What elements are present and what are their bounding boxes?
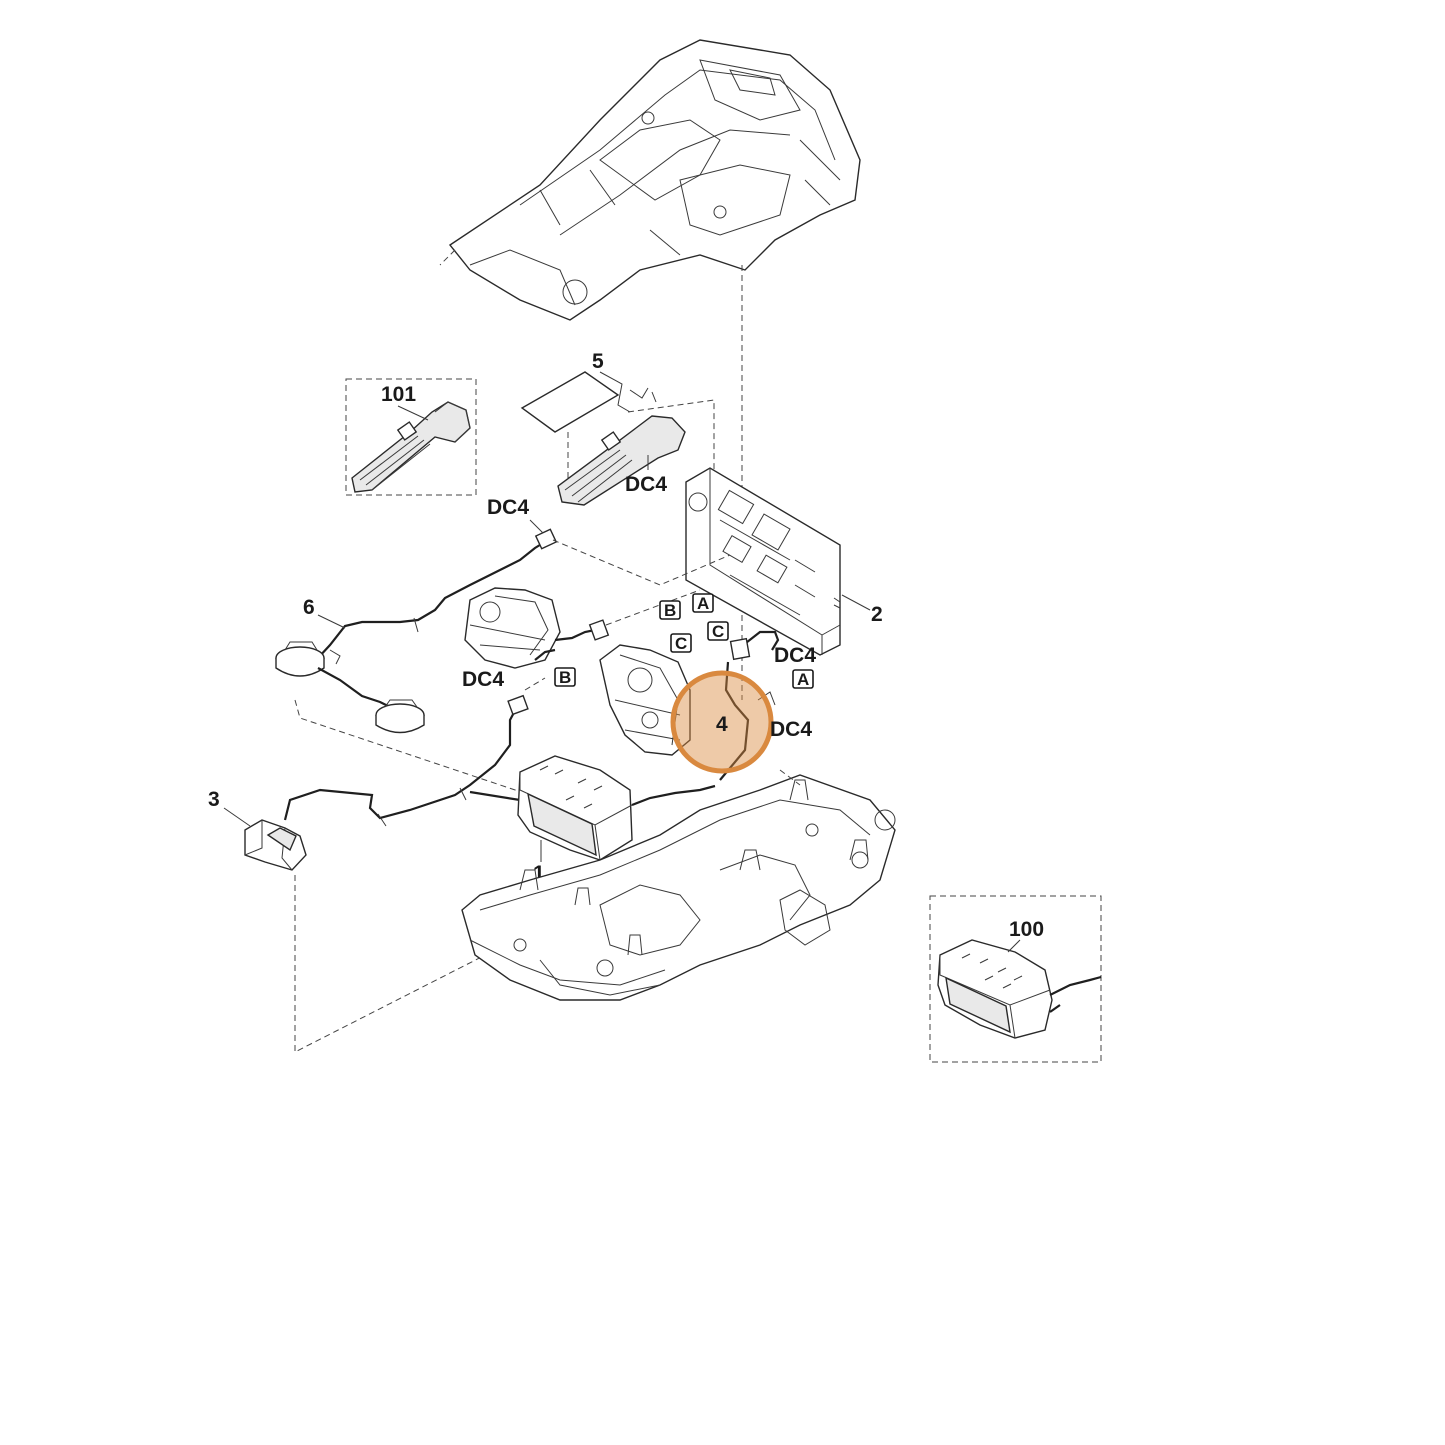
lower-chassis xyxy=(461,774,896,1001)
label-2: 2 xyxy=(871,603,883,626)
label-3: 3 xyxy=(208,788,220,811)
label-101: 101 xyxy=(381,383,416,406)
option-box-100 xyxy=(929,895,1102,1063)
drive-motor-left xyxy=(464,587,610,669)
label-dc4-right: DC4 xyxy=(774,644,816,667)
label-100: 100 xyxy=(1009,918,1044,941)
label-6: 6 xyxy=(303,596,315,619)
highlight-circle-part-4[interactable] xyxy=(670,670,774,774)
tag-c-right: C xyxy=(712,622,724,641)
option-box-101 xyxy=(345,378,477,496)
part-4-cable: 4 DC4 DC4 xyxy=(670,630,816,781)
part-1-battery: 1 xyxy=(517,755,716,885)
label-5: 5 xyxy=(592,350,604,373)
tag-b-lower: B xyxy=(559,668,571,687)
part-6-cable: 6 DC4 xyxy=(275,496,558,734)
part-5-group: 5 DC4 xyxy=(520,350,686,506)
label-dc4-top: DC4 xyxy=(487,496,529,519)
tag-a-right: A xyxy=(797,670,809,689)
part-2-control-board: 2 xyxy=(685,467,883,656)
part-101-group: 101 xyxy=(345,378,477,496)
tag-b-top: B xyxy=(664,601,676,620)
part-100-group: 100 xyxy=(929,895,1102,1063)
part-3-cable: DC4 3 xyxy=(208,668,561,871)
label-4: 4 xyxy=(716,713,728,736)
label-dc4-ribbon: DC4 xyxy=(625,473,667,496)
connector-tags: B A C C A B xyxy=(554,593,814,689)
upper-housing xyxy=(448,39,861,321)
tag-a-top: A xyxy=(697,594,709,613)
tag-c-left: C xyxy=(675,634,687,653)
label-dc4-left: DC4 xyxy=(462,668,504,691)
label-dc4-right-2: DC4 xyxy=(770,718,812,741)
